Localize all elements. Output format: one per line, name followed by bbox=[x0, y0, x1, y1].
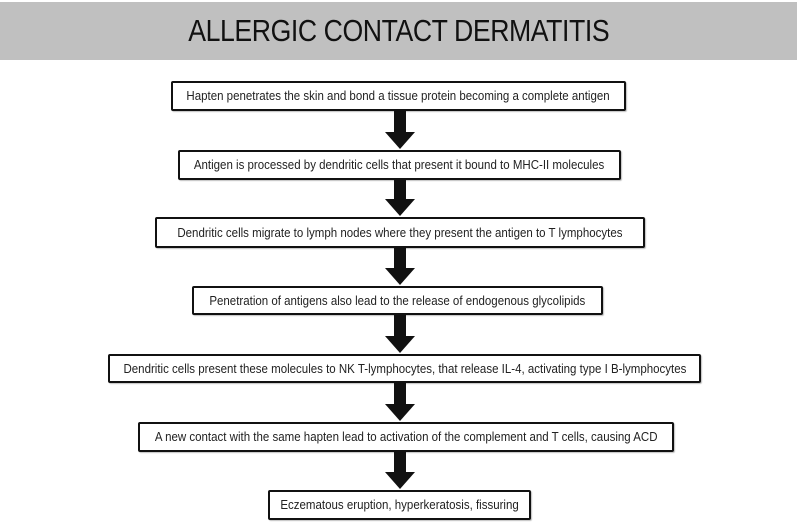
flow-step-2: Antigen is processed by dendritic cells … bbox=[178, 150, 621, 180]
arrow-down-icon bbox=[385, 383, 415, 422]
arrow-down-icon bbox=[385, 111, 415, 150]
flow-step-label: Dendritic cells migrate to lymph nodes w… bbox=[177, 225, 623, 240]
flow-step-4: Penetration of antigens also lead to the… bbox=[192, 286, 603, 315]
flow-step-label: Eczematous eruption, hyperkeratosis, fis… bbox=[280, 498, 519, 512]
diagram-title: ALLERGIC CONTACT DERMATITIS bbox=[188, 13, 609, 48]
flow-step-label: Penetration of antigens also lead to the… bbox=[209, 293, 586, 308]
arrow-down-icon bbox=[385, 248, 415, 286]
flow-step-label: Dendritic cells present these molecules … bbox=[123, 361, 686, 376]
arrow-down-icon bbox=[385, 180, 415, 217]
flow-step-3: Dendritic cells migrate to lymph nodes w… bbox=[155, 217, 645, 248]
arrow-down-icon bbox=[385, 452, 415, 490]
flow-step-5: Dendritic cells present these molecules … bbox=[108, 354, 701, 383]
flow-step-label: Hapten penetrates the skin and bond a ti… bbox=[186, 89, 611, 103]
flow-step-6: A new contact with the same hapten lead … bbox=[138, 422, 674, 452]
flow-step-1: Hapten penetrates the skin and bond a ti… bbox=[171, 81, 626, 111]
flow-step-7: Eczematous eruption, hyperkeratosis, fis… bbox=[268, 490, 531, 520]
title-banner: ALLERGIC CONTACT DERMATITIS bbox=[0, 2, 797, 60]
flow-step-label: A new contact with the same hapten lead … bbox=[154, 430, 658, 444]
flow-step-label: Antigen is processed by dendritic cells … bbox=[194, 158, 605, 172]
arrow-down-icon bbox=[385, 315, 415, 354]
